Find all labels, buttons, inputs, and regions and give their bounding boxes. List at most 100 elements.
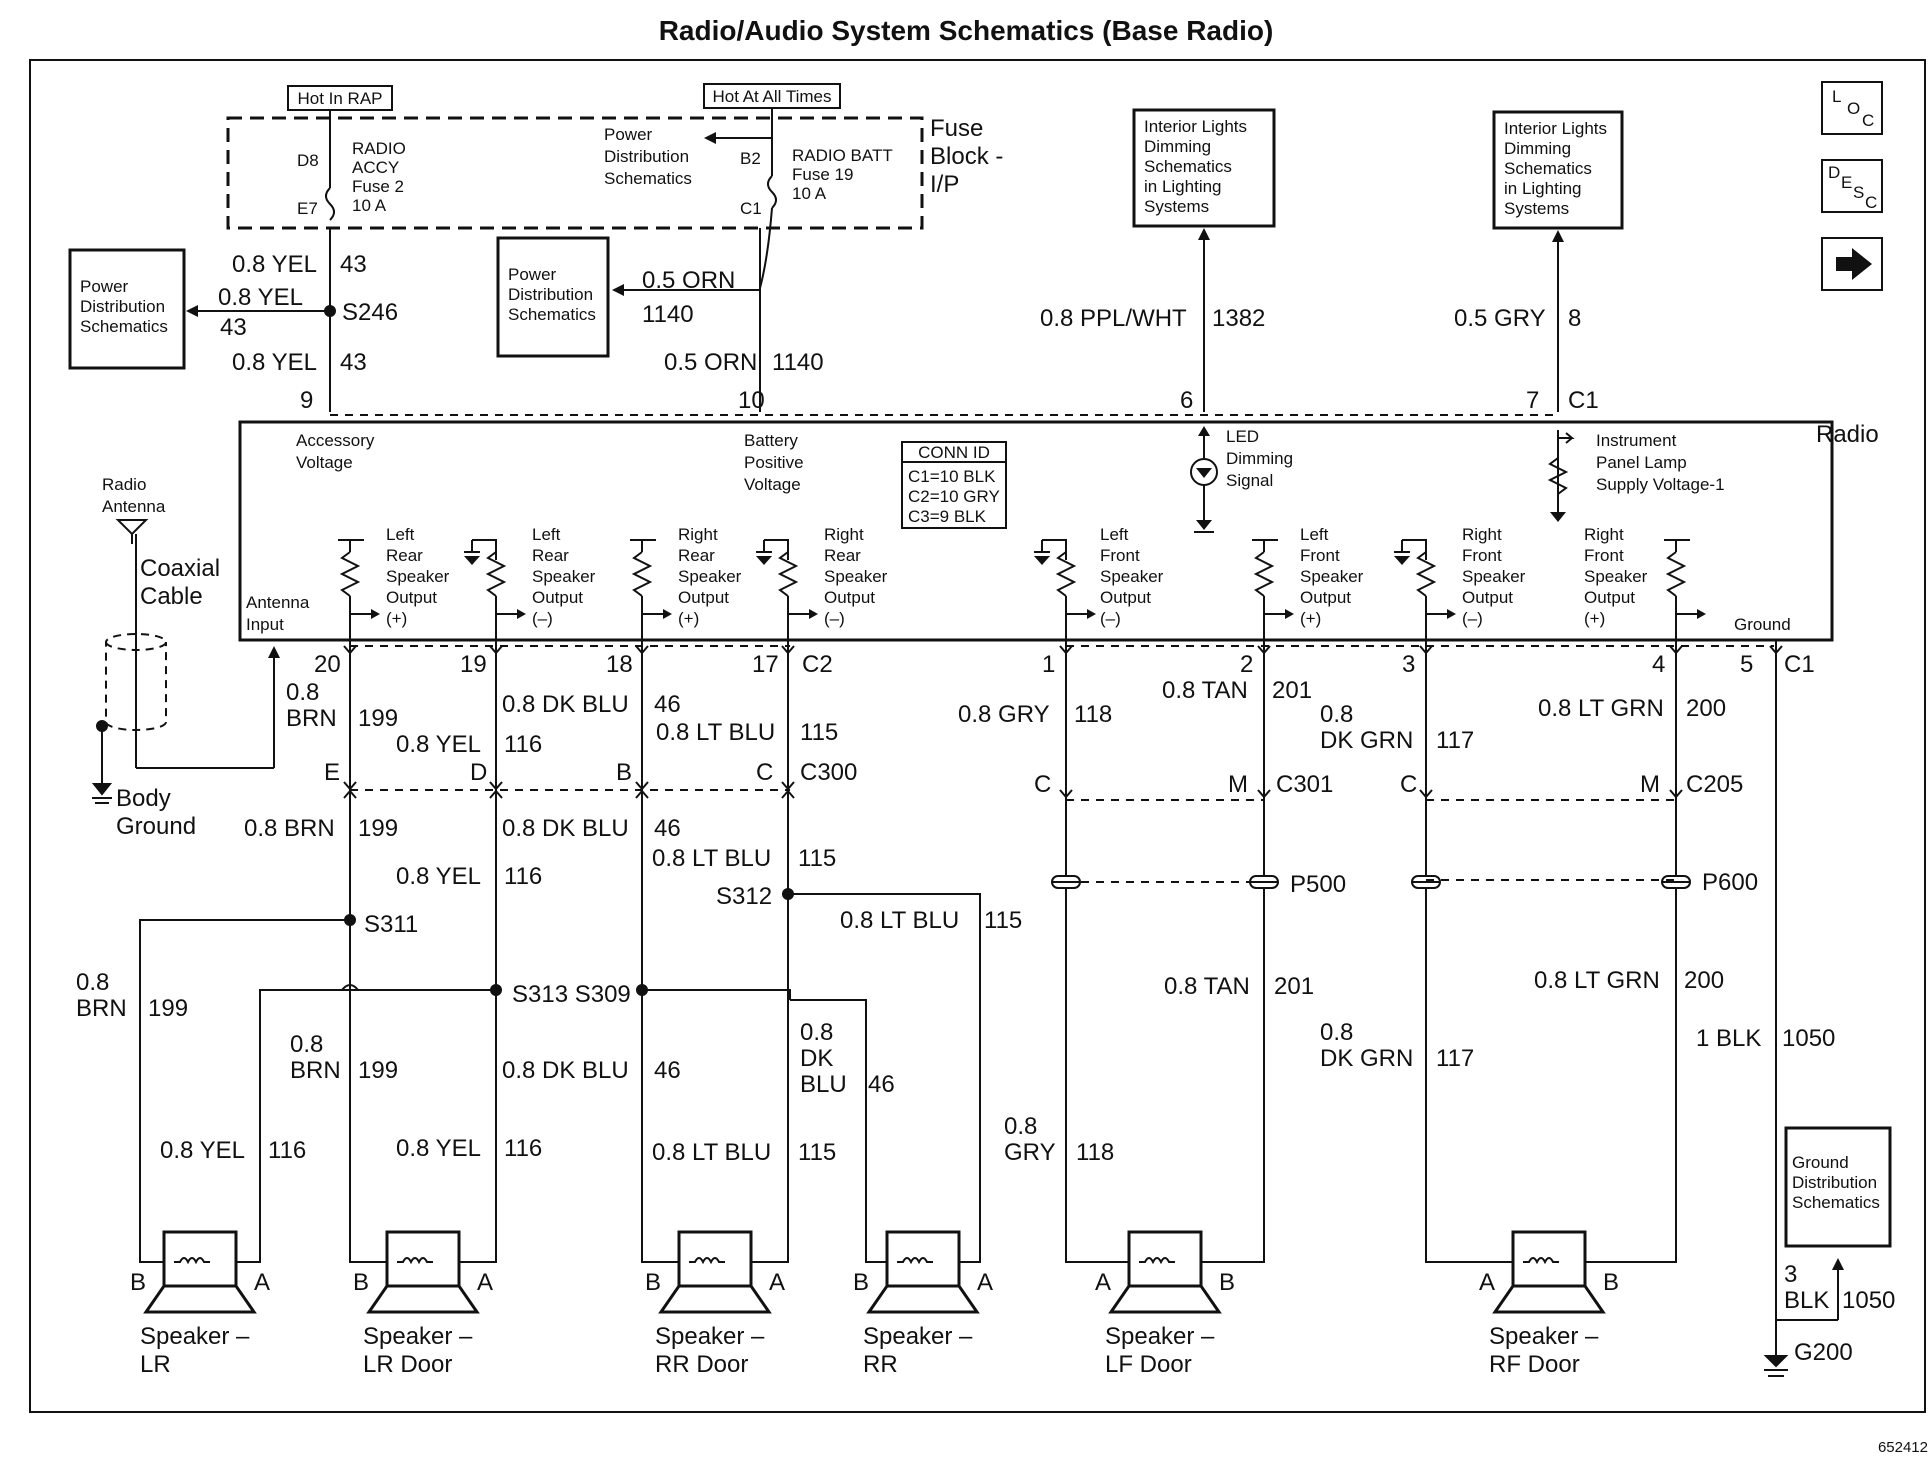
svg-text:Block -: Block -: [930, 143, 1003, 170]
speaker-lead: [641, 1258, 679, 1263]
speaker-output-label: Output: [678, 588, 729, 607]
antenna-input-label: Antenna Input: [246, 593, 310, 634]
svg-text:C205: C205: [1686, 771, 1743, 798]
svg-text:43: 43: [220, 314, 247, 341]
svg-text:0.5 GRY: 0.5 GRY: [1454, 305, 1546, 332]
wire-labels: 0.8 BRN 199 0.8 DK BLU 46 0.8 YEL 116 0.…: [76, 677, 1895, 1314]
svg-text:C: C: [1400, 771, 1417, 798]
output-arrow-icon: [1697, 609, 1706, 619]
svg-text:116: 116: [268, 1137, 306, 1164]
svg-text:2: 2: [1240, 651, 1253, 678]
svg-text:D: D: [1828, 163, 1840, 182]
speaker-output-label: Output: [1100, 588, 1151, 607]
speaker-pin-label: B: [1219, 1269, 1235, 1296]
svg-text:199: 199: [358, 705, 398, 732]
speaker-lead: [139, 1258, 164, 1263]
wire-segment: [790, 999, 867, 1258]
svg-text:0.8 YEL: 0.8 YEL: [160, 1137, 245, 1164]
power-distribution-box-mid: Power Distribution Schematics: [496, 236, 610, 358]
svg-text:Input: Input: [246, 615, 284, 634]
speaker-output-label: Speaker: [1100, 567, 1164, 586]
output-arrow-icon: [809, 609, 818, 619]
svg-text:5: 5: [1740, 651, 1753, 678]
speaker-output-label: (+): [386, 609, 407, 628]
svg-text:Dimming: Dimming: [1226, 449, 1293, 468]
speaker-name: LF Door: [1105, 1351, 1192, 1378]
resistor-icon: [1253, 551, 1275, 597]
speaker-coil: [1139, 1257, 1175, 1265]
desc-nav-button[interactable]: D E S C: [1821, 159, 1883, 213]
svg-text:LED: LED: [1226, 427, 1259, 446]
radio-label: Radio: [1816, 421, 1879, 448]
svg-text:0.8 BRN: 0.8 BRN: [244, 815, 335, 842]
svg-text:C1: C1: [1568, 387, 1599, 414]
svg-text:S: S: [1853, 183, 1864, 202]
svg-text:Body: Body: [116, 785, 171, 812]
svg-text:Fuse 2: Fuse 2: [352, 177, 404, 196]
diagram-title: Radio/Audio System Schematics (Base Radi…: [659, 15, 1274, 46]
svg-text:P500: P500: [1290, 871, 1346, 898]
ground-icon: [756, 556, 772, 565]
speaker-output-drivers: [338, 539, 1706, 640]
svg-text:Power: Power: [508, 265, 557, 284]
svg-text:RADIO BATT: RADIO BATT: [792, 146, 893, 165]
speaker-coil: [897, 1257, 933, 1265]
svg-text:115: 115: [798, 845, 836, 872]
ground-icon: [1196, 520, 1212, 530]
speaker-output-label: Left: [1300, 525, 1329, 544]
svg-text:0.8 PPL/WHT: 0.8 PPL/WHT: [1040, 305, 1187, 332]
speaker-pin-label: B: [130, 1269, 146, 1296]
svg-text:0.8 LT BLU: 0.8 LT BLU: [652, 1139, 771, 1166]
speaker-coil: [397, 1257, 433, 1265]
outer-frame: [29, 59, 1926, 1413]
interior-lights-box-2: Interior Lights Dimming Schematics in Li…: [1454, 110, 1624, 414]
svg-text:3: 3: [1402, 651, 1415, 678]
svg-text:in Lighting: in Lighting: [1504, 179, 1582, 198]
svg-text:Fuse 19: Fuse 19: [792, 165, 853, 184]
speaker-output-driver: [1664, 539, 1706, 640]
driver-lead: [764, 539, 789, 560]
speaker-output-label: Right: [1584, 525, 1624, 544]
speaker-coil: [174, 1257, 210, 1265]
svg-text:0.8: 0.8: [1004, 1113, 1037, 1140]
speaker-lead: [1065, 1258, 1129, 1263]
svg-text:6: 6: [1180, 387, 1193, 414]
svg-text:200: 200: [1686, 695, 1726, 722]
wire-crossover: [341, 984, 359, 991]
output-arrow-icon: [663, 609, 672, 619]
svg-text:I/P: I/P: [930, 171, 959, 198]
resistor-icon: [631, 551, 653, 597]
svg-text:201: 201: [1274, 973, 1314, 1000]
svg-text:Distribution: Distribution: [508, 285, 593, 304]
speaker-output-driver: [756, 539, 818, 640]
svg-text:20: 20: [314, 651, 341, 678]
speaker-name: Speaker –: [655, 1323, 765, 1350]
svg-text:46: 46: [654, 691, 681, 718]
power-distribution-box-left: Power Distribution Schematics: [68, 248, 186, 370]
resistor-icon: [485, 551, 507, 597]
speaker-cone: [366, 1284, 480, 1314]
svg-text:118: 118: [1074, 701, 1112, 728]
speaker-output-label: (–): [824, 609, 845, 628]
loc-nav-button[interactable]: L O C: [1821, 81, 1883, 135]
accessory-voltage-label-2: Voltage: [296, 453, 353, 472]
next-arrow-button[interactable]: [1821, 237, 1883, 291]
svg-text:0.8: 0.8: [800, 1019, 833, 1046]
svg-text:118: 118: [1076, 1139, 1114, 1166]
speaker-pin-label: B: [853, 1269, 869, 1296]
p500-connector: P500: [1066, 871, 1346, 898]
svg-text:Systems: Systems: [1144, 197, 1209, 216]
svg-text:Hot At All Times: Hot At All Times: [712, 87, 831, 106]
speaker-pin-label: A: [254, 1269, 270, 1296]
s309-splice: [636, 984, 648, 996]
output-arrow-icon: [517, 609, 526, 619]
ground-distribution-box: Ground Distribution Schematics: [1776, 1126, 1892, 1321]
speaker-output-labels: LeftRearSpeakerOutput(+)LeftRearSpeakerO…: [386, 525, 1648, 628]
speaker-output-driver: [338, 539, 380, 640]
svg-text:Power: Power: [80, 277, 129, 296]
